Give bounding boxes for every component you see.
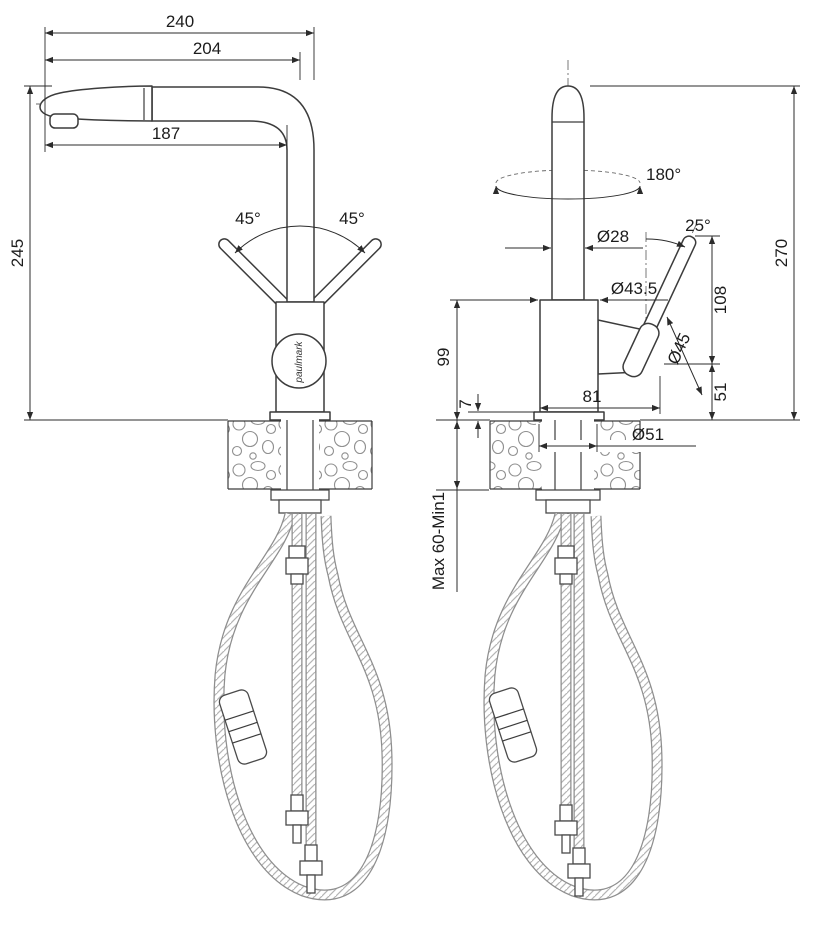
front-view: paulmark xyxy=(8,12,393,901)
side-countertop-section xyxy=(489,419,641,514)
hose-weight xyxy=(218,689,268,765)
side-hose-connector-2 xyxy=(567,847,591,897)
side-inline-fitting xyxy=(554,545,578,585)
mounting-washer xyxy=(270,489,330,501)
side-view: 180° 25° Ø28 Ø43.5 108 99 7 81 Ø45 51 27… xyxy=(429,60,800,901)
dim-spout-reach: 204 xyxy=(193,39,221,58)
aerator xyxy=(49,113,79,129)
hose-connector-1 xyxy=(285,794,309,844)
side-hose-weight xyxy=(488,687,538,763)
spout-elbow xyxy=(151,86,315,303)
inline-fitting xyxy=(285,545,309,585)
pullout-spray-head xyxy=(39,85,153,122)
dim-handle-bottom-height: 51 xyxy=(711,383,730,402)
dim-spout-height: 245 xyxy=(8,239,27,267)
side-mounting-washer xyxy=(535,489,601,501)
dim-overall-height: 270 xyxy=(772,239,791,267)
mounting-nut xyxy=(278,499,322,514)
side-hose-connector-1 xyxy=(554,804,578,854)
dim-aerator-reach: 187 xyxy=(152,124,180,143)
side-hoses xyxy=(483,512,663,901)
dim-swivel-angle: 180° xyxy=(646,165,681,184)
side-base-flange xyxy=(533,411,605,421)
brand-logo: paulmark xyxy=(294,340,305,383)
handle-base-disc xyxy=(622,322,660,378)
dim-mounting-thickness: Max 60-Min1 xyxy=(429,492,448,590)
side-mounting-nut xyxy=(545,499,591,514)
dim-body-diameter: Ø43.5 xyxy=(611,279,657,298)
dim-body-height: 99 xyxy=(434,348,453,367)
head-joint-lines xyxy=(143,87,153,121)
dim-handle-diameter: Ø45 xyxy=(664,330,695,367)
side-faucet-body xyxy=(539,299,599,413)
hose-connector-2 xyxy=(299,844,323,894)
swivel-arc-front xyxy=(492,185,644,200)
swivel-arc-back xyxy=(495,169,641,184)
dim-overall-reach: 240 xyxy=(166,12,194,31)
dim-handle-length: 108 xyxy=(711,286,730,314)
dim-base-height: 7 xyxy=(456,399,475,408)
front-dimensions: 240 204 187 245 45° 45° xyxy=(8,12,366,421)
dim-handle-tilt: 25° xyxy=(685,216,711,235)
dim-swing-right: 45° xyxy=(339,209,365,228)
dim-base-diameter: Ø51 xyxy=(632,425,664,444)
front-hoses xyxy=(213,512,393,901)
side-pullout-hose-loop xyxy=(484,512,662,900)
dim-swing-left: 45° xyxy=(235,209,261,228)
spout-column xyxy=(551,85,585,301)
dim-handle-offset: 81 xyxy=(583,387,602,406)
dim-spout-diameter: Ø28 xyxy=(597,227,629,246)
base-flange xyxy=(269,411,331,421)
front-countertop-section xyxy=(227,419,373,514)
pullout-hose-loop xyxy=(214,512,392,900)
logo-badge xyxy=(271,333,327,389)
